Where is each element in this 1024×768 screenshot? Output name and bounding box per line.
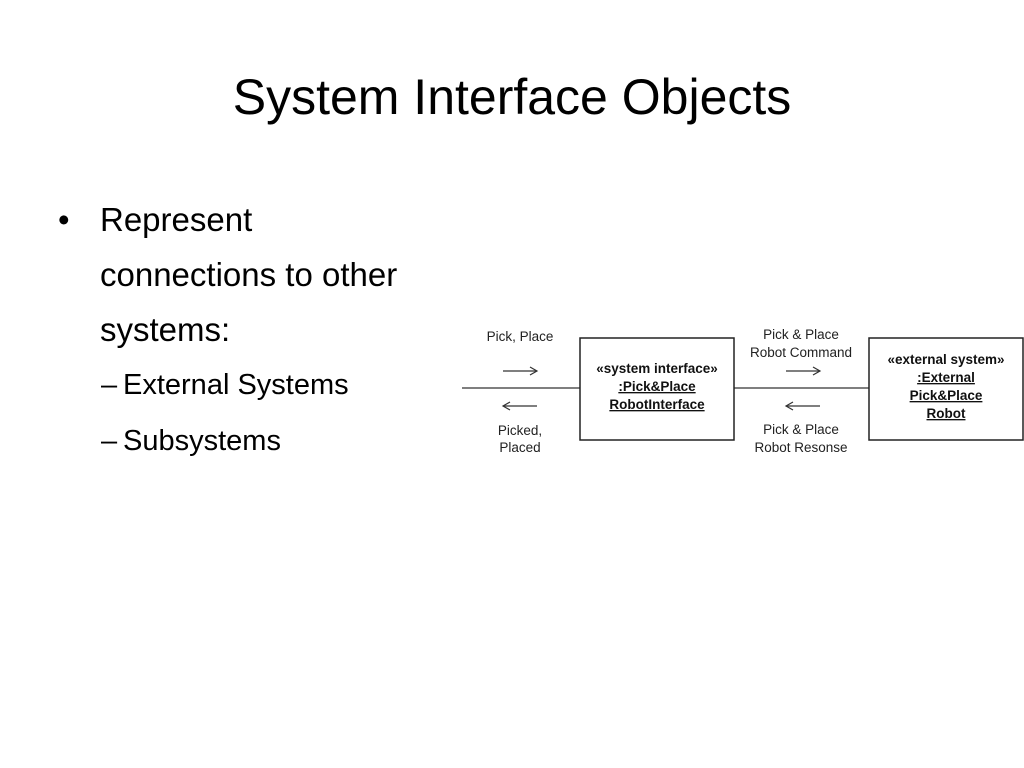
bullet-line: connections to other [100, 256, 398, 293]
bullet-item: • Represent connections to other systems… [58, 192, 498, 357]
incoming-message-label: Pick, Place [487, 329, 554, 344]
external-object-name: :External [917, 370, 975, 385]
bullet-line: systems: [100, 311, 231, 348]
sub-bullet-text: Subsystems [123, 425, 281, 457]
arrow-left-icon [501, 401, 537, 411]
external-object-name: Pick&Place [910, 388, 983, 403]
interface-stereotype: «system interface» [596, 361, 718, 376]
sub-bullet-item: –Subsystems [58, 413, 498, 469]
external-stereotype: «external system» [887, 352, 1004, 367]
external-system-box [868, 337, 1024, 441]
arrow-right-icon [786, 366, 822, 376]
bullet-line: Represent [100, 201, 253, 238]
sub-bullet-item: –External Systems [58, 357, 498, 413]
interface-object-name: RobotInterface [609, 397, 705, 412]
outgoing-message-label: Placed [499, 440, 540, 455]
sub-bullet-text: External Systems [123, 369, 349, 401]
response-message-label: Robot Resonse [754, 440, 847, 455]
command-message-label: Robot Command [750, 345, 852, 360]
bullet-marker: • [58, 201, 70, 238]
interface-object-box [579, 337, 735, 441]
interface-object-name: :Pick&Place [618, 379, 696, 394]
bullet-list: • Represent connections to other systems… [58, 192, 498, 469]
slide-title: System Interface Objects [232, 69, 792, 125]
response-message-label: Pick & Place [763, 422, 839, 437]
outgoing-message-label: Picked, [498, 423, 542, 438]
sub-bullet-marker: – [101, 425, 118, 457]
arrow-left-icon [784, 401, 820, 411]
external-object-name: Robot [927, 406, 966, 421]
sub-bullet-marker: – [101, 369, 118, 401]
command-message-label: Pick & Place [763, 327, 839, 342]
arrow-right-icon [503, 366, 539, 376]
